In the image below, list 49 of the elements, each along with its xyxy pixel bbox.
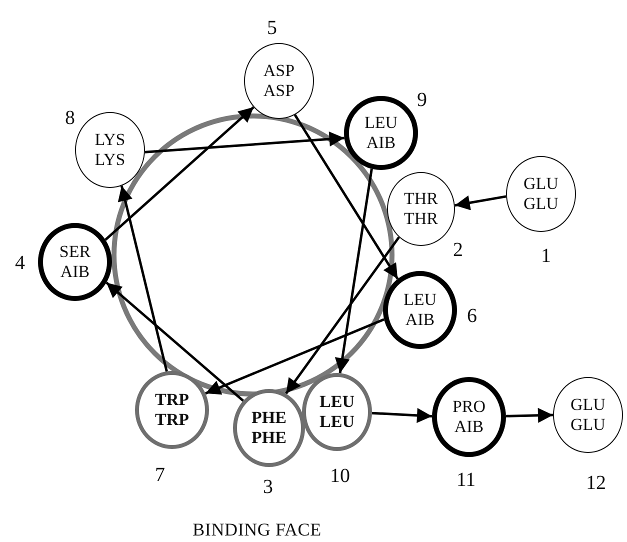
position-number: 11 (456, 469, 476, 491)
arrow (205, 318, 385, 395)
residue-name: PHE (252, 428, 286, 448)
residue-name: AIB (366, 133, 396, 153)
arrow (372, 408, 432, 423)
position-number: 4 (15, 252, 25, 274)
residue-name: GLU (524, 194, 558, 214)
residue-name: LYS (94, 150, 126, 170)
residue-name: LEU (320, 412, 354, 432)
arrow (294, 114, 399, 280)
residue-name: PRO (452, 397, 486, 417)
position-number: 5 (267, 17, 277, 39)
residue-name: SER (59, 242, 91, 262)
position-number: 7 (155, 464, 165, 486)
residue-name: THR (404, 189, 438, 209)
residue-name: TRP (155, 390, 189, 410)
residue-name: LEU (320, 392, 354, 412)
position-number: 6 (467, 305, 477, 327)
residue-name: AIB (60, 262, 90, 282)
arrow (454, 195, 506, 210)
residue-circle (233, 389, 305, 467)
arrow (104, 106, 254, 241)
position-number: 3 (263, 476, 273, 498)
residue-name: AIB (454, 417, 484, 437)
arrow (106, 282, 244, 402)
residue-name: LEU (364, 113, 398, 133)
position-number: 10 (330, 465, 350, 487)
residue-name: ASP (263, 81, 295, 101)
residue-name: PHE (252, 408, 286, 428)
position-number: 9 (417, 89, 427, 111)
arrow (144, 132, 344, 154)
arrow (334, 168, 373, 374)
residue-name: TRP (155, 410, 189, 430)
residue-name: AIB (405, 310, 435, 330)
position-number: 12 (586, 472, 606, 494)
residue-name: ASP (263, 61, 295, 81)
arrow (285, 236, 400, 394)
arrow (118, 186, 168, 372)
residue-name: GLU (570, 415, 606, 435)
position-number: 1 (541, 245, 551, 267)
residue-name: GLU (570, 395, 606, 415)
residue-name: LEU (403, 290, 437, 310)
residue-name: LYS (94, 130, 126, 150)
arrow (506, 408, 554, 423)
position-number: 2 (453, 239, 463, 261)
residue-name: THR (404, 209, 438, 229)
position-number: 8 (65, 107, 75, 129)
face-label: BINDING FACE (192, 520, 322, 540)
residue-name: GLU (524, 174, 558, 194)
